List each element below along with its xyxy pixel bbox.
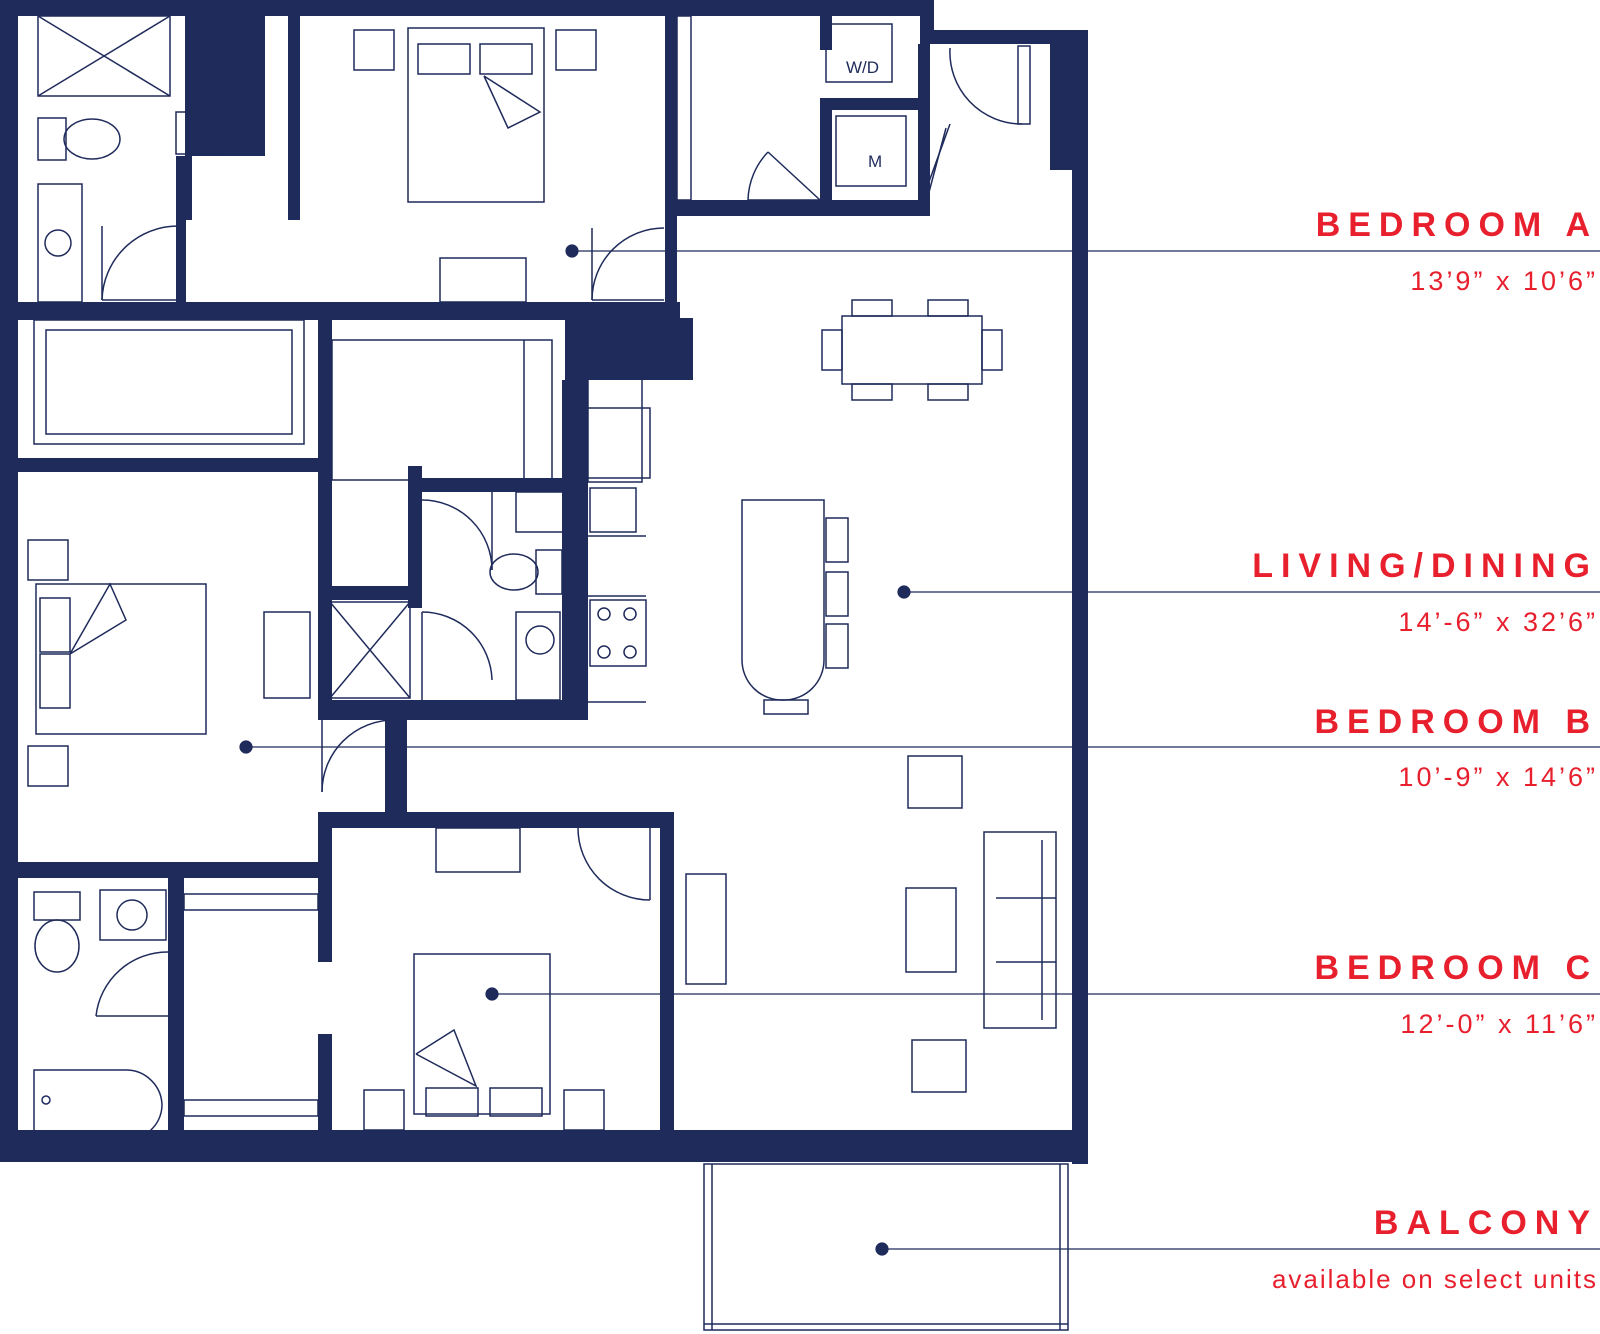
walls (0, 0, 1088, 1164)
bedroom-a-dims: 13’9” x 10’6” (1410, 266, 1598, 296)
leader-lines (239, 244, 1600, 1256)
bedroom-b-marker (239, 740, 253, 754)
bedroom-b-dims: 10’-9” x 14’6” (1398, 762, 1598, 792)
bedroom-c-dims: 12’-0” x 11’6” (1400, 1009, 1598, 1039)
bedroom-b-title: BEDROOM B (1314, 703, 1598, 741)
bedroom-c-title: BEDROOM C (1314, 949, 1598, 987)
bedroom-a-marker (565, 244, 579, 258)
washer-dryer-label: W/D (846, 58, 879, 77)
bedroom-a-title: BEDROOM A (1315, 206, 1598, 244)
living-dining-dims: 14’-6” x 32’6” (1398, 607, 1598, 637)
balcony-marker (875, 1242, 889, 1256)
mechanical-label: M (868, 152, 882, 171)
living-marker (897, 585, 911, 599)
bedroom-c-marker (485, 987, 499, 1001)
furniture (27, 15, 1069, 1331)
balcony-title: BALCONY (1373, 1204, 1598, 1242)
balcony-note: available on select units (1271, 1264, 1598, 1294)
living-dining-title: LIVING/DINING (1252, 547, 1598, 585)
